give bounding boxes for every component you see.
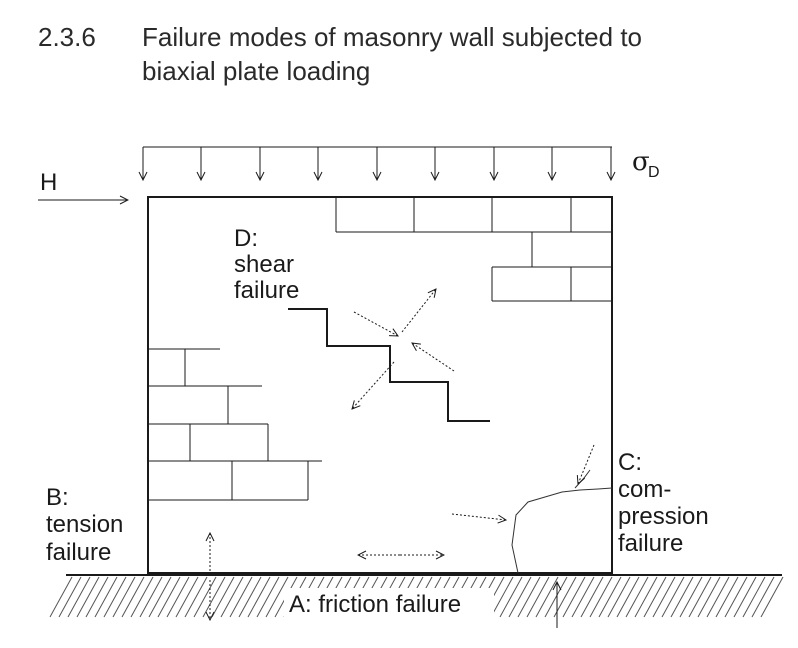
section-heading: 2.3.6 Failure modes of masonry wall subje… — [38, 20, 642, 88]
shear-arrow — [401, 289, 436, 333]
hatch-line — [58, 576, 82, 618]
sigma-symbol: σ — [632, 147, 650, 177]
shear-label-line1: D: — [234, 225, 258, 252]
hatch-line — [553, 576, 577, 618]
hatch-line — [535, 576, 559, 618]
hatch-line — [211, 576, 235, 618]
section-title-line1: Failure modes of masonry wall subjected … — [142, 22, 643, 52]
hatch-line — [634, 576, 658, 618]
hatch-line — [517, 576, 541, 618]
hatch-line — [157, 576, 181, 618]
hatch-line — [751, 576, 775, 618]
section-title-line2: biaxial plate loading — [142, 56, 371, 86]
hatch-line — [202, 576, 226, 618]
hatch-line — [670, 576, 694, 618]
hatch-line — [220, 576, 244, 618]
hatch-line — [589, 576, 613, 618]
bricks-top-right — [335, 197, 612, 302]
hatch-line — [688, 576, 712, 618]
sigma-subscript: D — [648, 164, 660, 181]
hatch-line — [193, 576, 217, 618]
compression-label: C: com- pression failure — [618, 449, 709, 557]
hatch-line — [562, 576, 586, 618]
hatch-line — [499, 576, 523, 618]
hatch-line — [247, 576, 271, 618]
compression-label-line4: failure — [618, 530, 683, 557]
horizontal-load-label: H — [40, 169, 57, 196]
hatch-line — [580, 576, 604, 618]
bricks-left — [148, 348, 322, 501]
distributed-load — [143, 146, 612, 180]
hatch-line — [148, 576, 172, 618]
hatch-line — [112, 576, 136, 618]
tension-label-line2: tension — [46, 511, 123, 538]
hatch-line — [760, 576, 784, 618]
friction-label: A: friction failure — [289, 591, 461, 618]
hatch-line — [724, 576, 748, 618]
tension-label-line3: failure — [46, 539, 111, 566]
compression-arrow — [451, 513, 506, 520]
hatch-line — [184, 576, 208, 618]
friction-label-background — [284, 588, 494, 622]
hatch-line — [139, 576, 163, 618]
hatch-line — [265, 576, 289, 618]
hatch-line — [625, 576, 649, 618]
hatch-line — [607, 576, 631, 618]
shear-label-line3: failure — [234, 277, 299, 304]
hatch-line — [598, 576, 622, 618]
hatch-line — [508, 576, 532, 618]
hatch-line — [229, 576, 253, 618]
hatch-line — [238, 576, 262, 618]
compression-label-line2: com- — [618, 476, 671, 503]
shear-stress-arrows — [352, 289, 455, 409]
hatch-line — [526, 576, 550, 618]
hatch-line — [256, 576, 280, 618]
hatch-line — [571, 576, 595, 618]
hatch-line — [661, 576, 685, 618]
hatch-line — [643, 576, 667, 618]
shear-arrow — [353, 311, 398, 336]
compression-arrow — [578, 444, 595, 484]
wall-outline — [147, 196, 613, 574]
compression-label-line1: C: — [618, 449, 642, 476]
shear-arrow — [412, 343, 455, 372]
shear-label-line2: shear — [234, 251, 294, 278]
hatch-line — [175, 576, 199, 618]
hatch-line — [121, 576, 145, 618]
hatch-line — [652, 576, 676, 618]
hatch-line — [85, 576, 109, 618]
hatch-line — [715, 576, 739, 618]
shear-arrow — [352, 361, 395, 409]
hatch-line — [103, 576, 127, 618]
compression-arrows — [451, 444, 595, 520]
hatch-line — [697, 576, 721, 618]
hatch-line — [94, 576, 118, 618]
shear-label: D: shear failure — [234, 225, 299, 304]
hatch-line — [616, 576, 640, 618]
hatch-line — [49, 576, 73, 618]
hatch-line — [733, 576, 757, 618]
hatch-line — [130, 576, 154, 618]
tension-label: B: tension failure — [46, 484, 123, 566]
hatch-line — [679, 576, 703, 618]
hatch-line — [490, 576, 514, 618]
hatch-line — [742, 576, 766, 618]
shear-crack — [288, 308, 490, 422]
section-number: 2.3.6 — [38, 22, 96, 52]
hatch-line — [67, 576, 91, 618]
hatch-line — [706, 576, 730, 618]
tension-label-line1: B: — [46, 484, 69, 511]
hatch-line — [544, 576, 568, 618]
hatch-line — [166, 576, 190, 618]
compression-label-line3: pression — [618, 503, 709, 530]
compression-crack — [511, 469, 613, 574]
hatch-line — [76, 576, 100, 618]
